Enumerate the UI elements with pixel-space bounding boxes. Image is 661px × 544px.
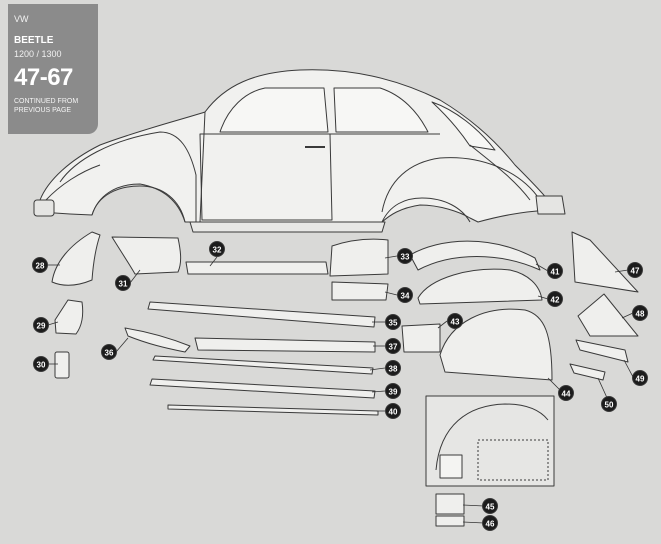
header-engine: 1200 / 1300 [14,49,62,59]
svg-text:42: 42 [551,296,560,305]
part-45-shape [435,493,465,515]
part-49-shape [575,339,629,363]
part-40-shape [167,404,379,416]
callout-37: 37 [385,338,401,354]
part-39-shape [149,378,376,399]
callout-28: 28 [32,257,48,273]
front-bumper [33,199,55,217]
rear-wheel-arch [381,197,471,223]
beetle-body-illustration [33,69,566,233]
callout-44: 44 [558,385,574,401]
svg-text:50: 50 [605,401,614,410]
leader-lines [47,255,634,524]
svg-text:47: 47 [631,267,640,276]
callout-45: 45 [482,498,498,514]
rear-fender [381,157,541,213]
svg-text:40: 40 [389,408,398,417]
callout-29: 29 [33,317,49,333]
svg-text:48: 48 [636,310,645,319]
part-43-shape [401,323,441,353]
header-box: VW BEETLE 1200 / 1300 47-67 CONTINUED FR… [8,4,98,134]
svg-text:44: 44 [562,390,571,399]
part-41-shape [409,240,541,271]
callout-43: 43 [447,313,463,329]
part-46-shape [435,515,465,527]
side-window-rear [333,87,429,133]
callout-46: 46 [482,515,498,531]
callout-34: 34 [397,287,413,303]
callout-48: 48 [632,305,648,321]
svg-text:33: 33 [401,253,410,262]
header-years: 47-67 [14,64,73,91]
detail-wheel-arch [435,403,549,471]
callout-38: 38 [385,360,401,376]
part-28-shape [51,231,101,286]
car-roof-body [39,69,549,223]
detail-patch [439,454,463,479]
callout-50: 50 [601,396,617,412]
callout-35: 35 [385,314,401,330]
callout-47: 47 [627,262,643,278]
svg-text:28: 28 [36,262,45,271]
front-wheel-arch [91,185,186,223]
part-38-shape [152,355,374,375]
callout-31: 31 [115,275,131,291]
part-42-shape [417,268,543,305]
svg-text:39: 39 [389,388,398,397]
svg-text:45: 45 [486,503,495,512]
callout-41: 41 [547,263,563,279]
callout-42: 42 [547,291,563,307]
svg-text:36: 36 [105,349,114,358]
header-note: CONTINUED FROM PREVIOUS PAGE [14,98,79,114]
part-30-shape [54,351,70,379]
header-model: BEETLE [14,35,54,46]
svg-text:31: 31 [119,280,128,289]
svg-text:29: 29 [37,322,46,331]
rear-bumper [535,195,566,215]
svg-text:37: 37 [389,343,398,352]
detail-panel-shade [477,439,549,481]
header-make: VW [14,14,29,24]
part-37-shape [194,337,376,353]
svg-text:41: 41 [551,268,560,277]
part-32-shape [185,261,329,275]
callout-30: 30 [33,356,49,372]
callout-36: 36 [101,344,117,360]
running-board-body [189,221,386,233]
svg-text:30: 30 [37,361,46,370]
callout-49: 49 [632,370,648,386]
svg-text:38: 38 [389,365,398,374]
front-fender [59,131,197,222]
rear-window [431,101,496,151]
callout-40: 40 [385,403,401,419]
svg-text:43: 43 [451,318,460,327]
part-31-shape [111,236,182,275]
part-48-shape [577,293,639,337]
part-29-shape [54,299,84,335]
part-33-shape [329,238,389,277]
part-50-shape [569,363,606,381]
engine-lid [469,144,531,201]
svg-text:35: 35 [389,319,398,328]
svg-text:32: 32 [213,246,222,255]
part-36-shape [124,327,191,353]
callout-32: 32 [209,241,225,257]
windshield-pillar [199,111,206,223]
part-47-shape [571,231,639,293]
callout-39: 39 [385,383,401,399]
side-window-front [219,87,329,133]
part-34-shape [331,281,389,301]
svg-text:34: 34 [401,292,410,301]
svg-text:49: 49 [636,375,645,384]
hood-line [45,164,101,201]
callout-33: 33 [397,248,413,264]
part-35-shape [147,301,376,328]
svg-text:46: 46 [486,520,495,529]
